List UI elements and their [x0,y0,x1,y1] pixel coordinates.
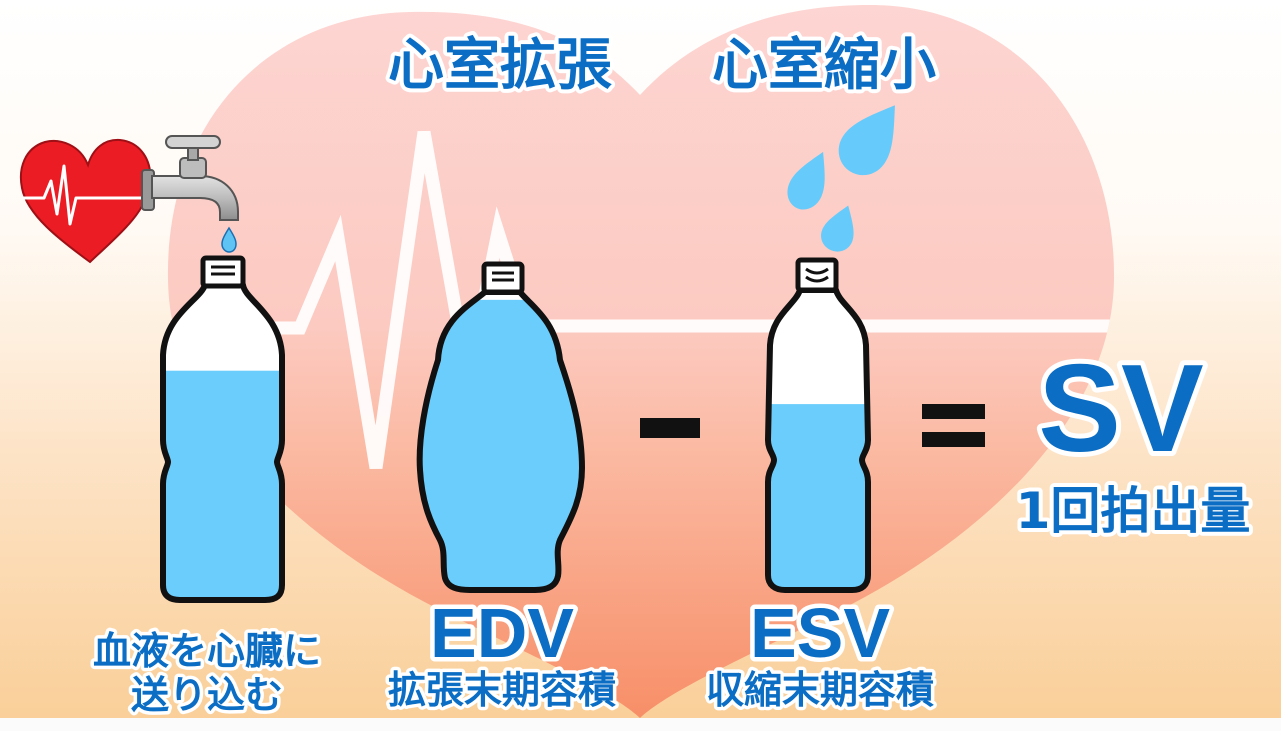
sv-abbr: SV [1038,340,1203,478]
heart-icon-ecg-line [22,164,148,226]
inflow-bottle-cap [200,255,246,289]
systole-heading: 心室縮小 [712,33,936,98]
water-drop-icon [838,105,895,176]
minus-sign [640,418,700,438]
water-drop-icon [821,205,854,252]
inflow-caption-line1: 血液を心臓に [93,629,321,673]
water-drop-icon [221,226,237,253]
equals-sign [922,404,985,447]
sv-name: 1回拍出量 [1016,482,1251,540]
esv-abbr: ESV [750,594,890,672]
bottom-strip [0,718,1281,731]
splash-drops [787,105,895,252]
inflow-caption-line2: 送り込む [131,673,283,717]
esv-bottle [765,257,871,593]
edv-abbr: EDV [430,594,574,672]
esv-bottle-cap [795,257,839,293]
heart-icon [20,138,152,264]
esv-name: 収縮末期容積 [706,668,934,712]
faucet-icon [141,135,239,221]
inflow-bottle [160,255,285,603]
edv-bottle-cap [481,261,525,295]
edv-bottle-water [419,299,582,590]
edv-bottle [416,261,585,593]
water-drop-icon [787,151,825,210]
diastole-heading: 心室拡張 [388,33,612,98]
edv-name: 拡張末期容積 [388,668,616,712]
esv-bottle-water [768,404,868,590]
inflow-bottle-water [163,370,282,600]
